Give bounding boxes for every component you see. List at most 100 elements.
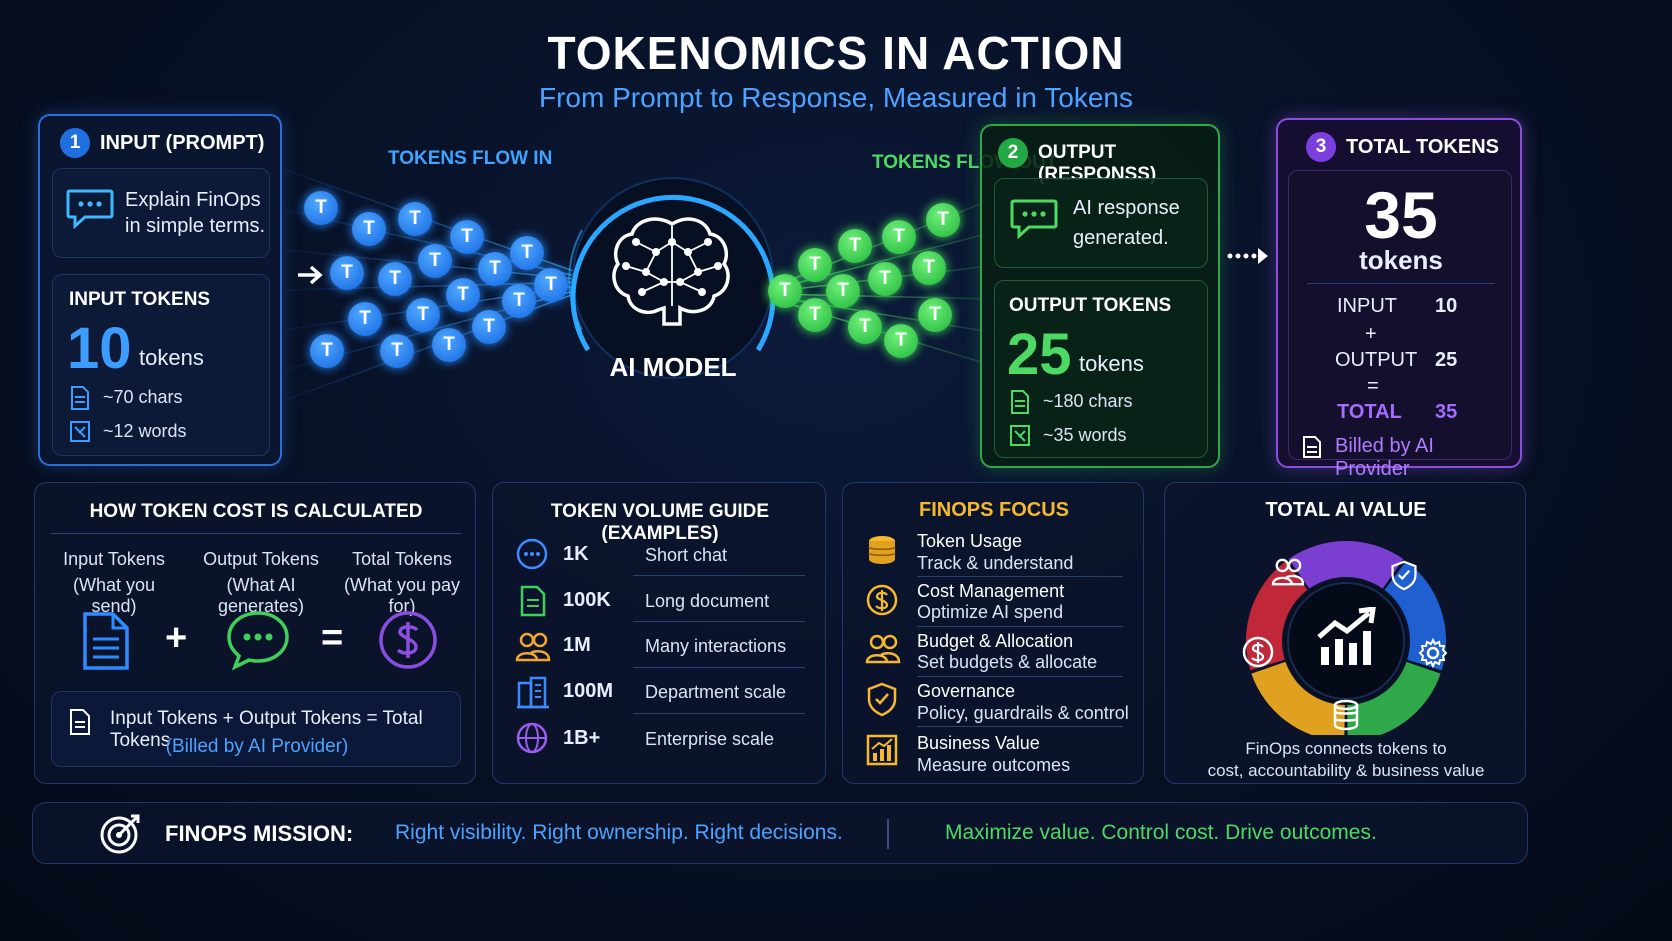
ai-model-label: AI MODEL xyxy=(609,352,737,382)
dotted-arrow-icon xyxy=(1227,248,1268,264)
output-token-unit: tokens xyxy=(1079,351,1144,376)
donut-segment xyxy=(1245,561,1308,671)
token-in: T xyxy=(502,284,536,318)
step-badge: 2 xyxy=(998,138,1028,168)
response-box: AI response generated. xyxy=(994,178,1208,268)
divider xyxy=(633,713,805,714)
token-out: T xyxy=(768,274,802,308)
step-badge: 3 xyxy=(1306,132,1336,162)
mission-right: Maximize value. Control cost. Drive outc… xyxy=(945,821,1377,844)
token-out: T xyxy=(826,274,860,308)
cost-col3-title: Total Tokens xyxy=(352,549,452,569)
divider xyxy=(887,819,889,849)
word-count-icon xyxy=(1010,425,1030,446)
formula-box: Input Tokens + Output Tokens = Total Tok… xyxy=(51,691,461,767)
divider xyxy=(633,575,805,576)
globe-icon xyxy=(516,722,548,754)
input-panel: 1 INPUT (PROMPT) Explain FinOps in simpl… xyxy=(38,114,282,466)
divider xyxy=(917,626,1123,627)
prompt-line-2: in simple terms. xyxy=(125,215,266,237)
token-out: T xyxy=(912,251,946,285)
finops-item-sub: Optimize AI spend xyxy=(917,602,1064,622)
cost-panel: HOW TOKEN COST IS CALCULATED Input Token… xyxy=(34,482,476,784)
volume-desc: Many interactions xyxy=(645,636,787,656)
step-badge: 1 xyxy=(60,128,90,158)
total-output-label: OUTPUT xyxy=(1335,349,1418,371)
flow-arrow-in xyxy=(298,265,323,285)
word-count-icon xyxy=(70,421,90,442)
receipt-icon xyxy=(1303,436,1321,458)
database-icon xyxy=(1333,699,1359,731)
chat-icon xyxy=(1010,199,1058,240)
token-in: T xyxy=(446,278,480,312)
input-token-count: 10 xyxy=(67,316,132,381)
formula-text: Input Tokens + Output Tokens = Total Tok… xyxy=(110,708,423,751)
prompt-box: Explain FinOps in simple terms. xyxy=(52,168,270,258)
token-in: T xyxy=(352,212,386,246)
input-words: ~12 words xyxy=(103,421,187,441)
input-token-unit: tokens xyxy=(139,345,204,370)
total-sum-value: 35 xyxy=(1435,401,1458,423)
input-panel-title: INPUT (PROMPT) xyxy=(100,132,265,154)
divider xyxy=(917,576,1123,577)
target-icon xyxy=(100,814,140,854)
token-out: T xyxy=(838,229,872,263)
dollar-circle-icon xyxy=(379,611,437,669)
brain-icon xyxy=(612,217,730,326)
token-out: T xyxy=(798,248,832,282)
output-chars: ~180 chars xyxy=(1043,391,1133,411)
volume-panel-title: TOKEN VOLUME GUIDE (EXAMPLES) xyxy=(550,501,770,544)
total-output-value: 25 xyxy=(1435,349,1458,371)
value-caption-2: cost, accountability & business value xyxy=(1207,761,1485,780)
input-tokens-box: INPUT TOKENS 10 tokens ~70 chars ~12 wor… xyxy=(52,274,270,456)
total-box: 35 tokens INPUT 10 + OUTPUT 25 = TOTAL 3… xyxy=(1288,170,1512,480)
output-panel: 2 OUTPUT (RESPONSS) AI response generate… xyxy=(980,124,1220,468)
token-in: T xyxy=(418,244,452,278)
token-out: T xyxy=(926,203,960,237)
value-panel-title: TOTAL AI VALUE xyxy=(1265,499,1427,521)
total-input-value: 10 xyxy=(1435,295,1458,317)
token-in: T xyxy=(304,191,338,225)
chat-icon xyxy=(516,538,548,570)
response-line-2: generated. xyxy=(1073,227,1169,249)
value-panel: TOTAL AI VALUE FinOps connects tokens to… xyxy=(1164,482,1526,784)
document-icon xyxy=(520,585,546,617)
cost-col3-sub: (What you pay for) xyxy=(343,575,461,616)
mission-left: Right visibility. Right ownership. Right… xyxy=(395,821,843,844)
finops-item-sub: Measure outcomes xyxy=(917,755,1071,775)
dollar-circle-icon xyxy=(1242,636,1274,668)
divider xyxy=(917,676,1123,677)
output-words: ~35 words xyxy=(1043,425,1127,445)
people-icon xyxy=(865,634,901,664)
token-in: T xyxy=(510,236,544,270)
value-caption-1: FinOps connects tokens to xyxy=(1245,739,1447,758)
token-in: T xyxy=(310,334,344,368)
volume-amount: 100M xyxy=(563,680,614,702)
volume-desc: Short chat xyxy=(645,545,728,565)
token-out: T xyxy=(882,220,916,254)
token-in: T xyxy=(330,256,364,290)
finops-item-sub: Track & understand xyxy=(917,553,1074,573)
finops-item-sub: Set budgets & allocate xyxy=(917,652,1098,672)
cost-panel-title: HOW TOKEN COST IS CALCULATED xyxy=(89,501,423,522)
document-icon xyxy=(1011,390,1029,414)
volume-desc: Long document xyxy=(645,591,770,611)
document-icon xyxy=(71,386,89,410)
divider xyxy=(51,533,461,534)
finops-item-title: Budget & Allocation xyxy=(917,631,1074,651)
volume-amount: 100K xyxy=(563,589,611,611)
divider xyxy=(633,621,805,622)
volume-amount: 1B+ xyxy=(563,727,601,749)
finops-item-title: Token Usage xyxy=(917,531,1023,551)
token-in: T xyxy=(406,298,440,332)
document-icon xyxy=(70,709,90,735)
donut-segment xyxy=(1288,540,1404,589)
cost-col1-sub: (What you send) xyxy=(72,575,156,616)
total-input-label: INPUT xyxy=(1337,295,1397,317)
dollar-circle-icon xyxy=(866,584,898,616)
volume-amount: 1K xyxy=(563,543,589,565)
chart-icon xyxy=(866,734,898,766)
token-out: T xyxy=(884,324,918,358)
equals-sign: = xyxy=(321,617,344,659)
page-title: TOKENOMICS IN ACTION xyxy=(547,27,1125,79)
